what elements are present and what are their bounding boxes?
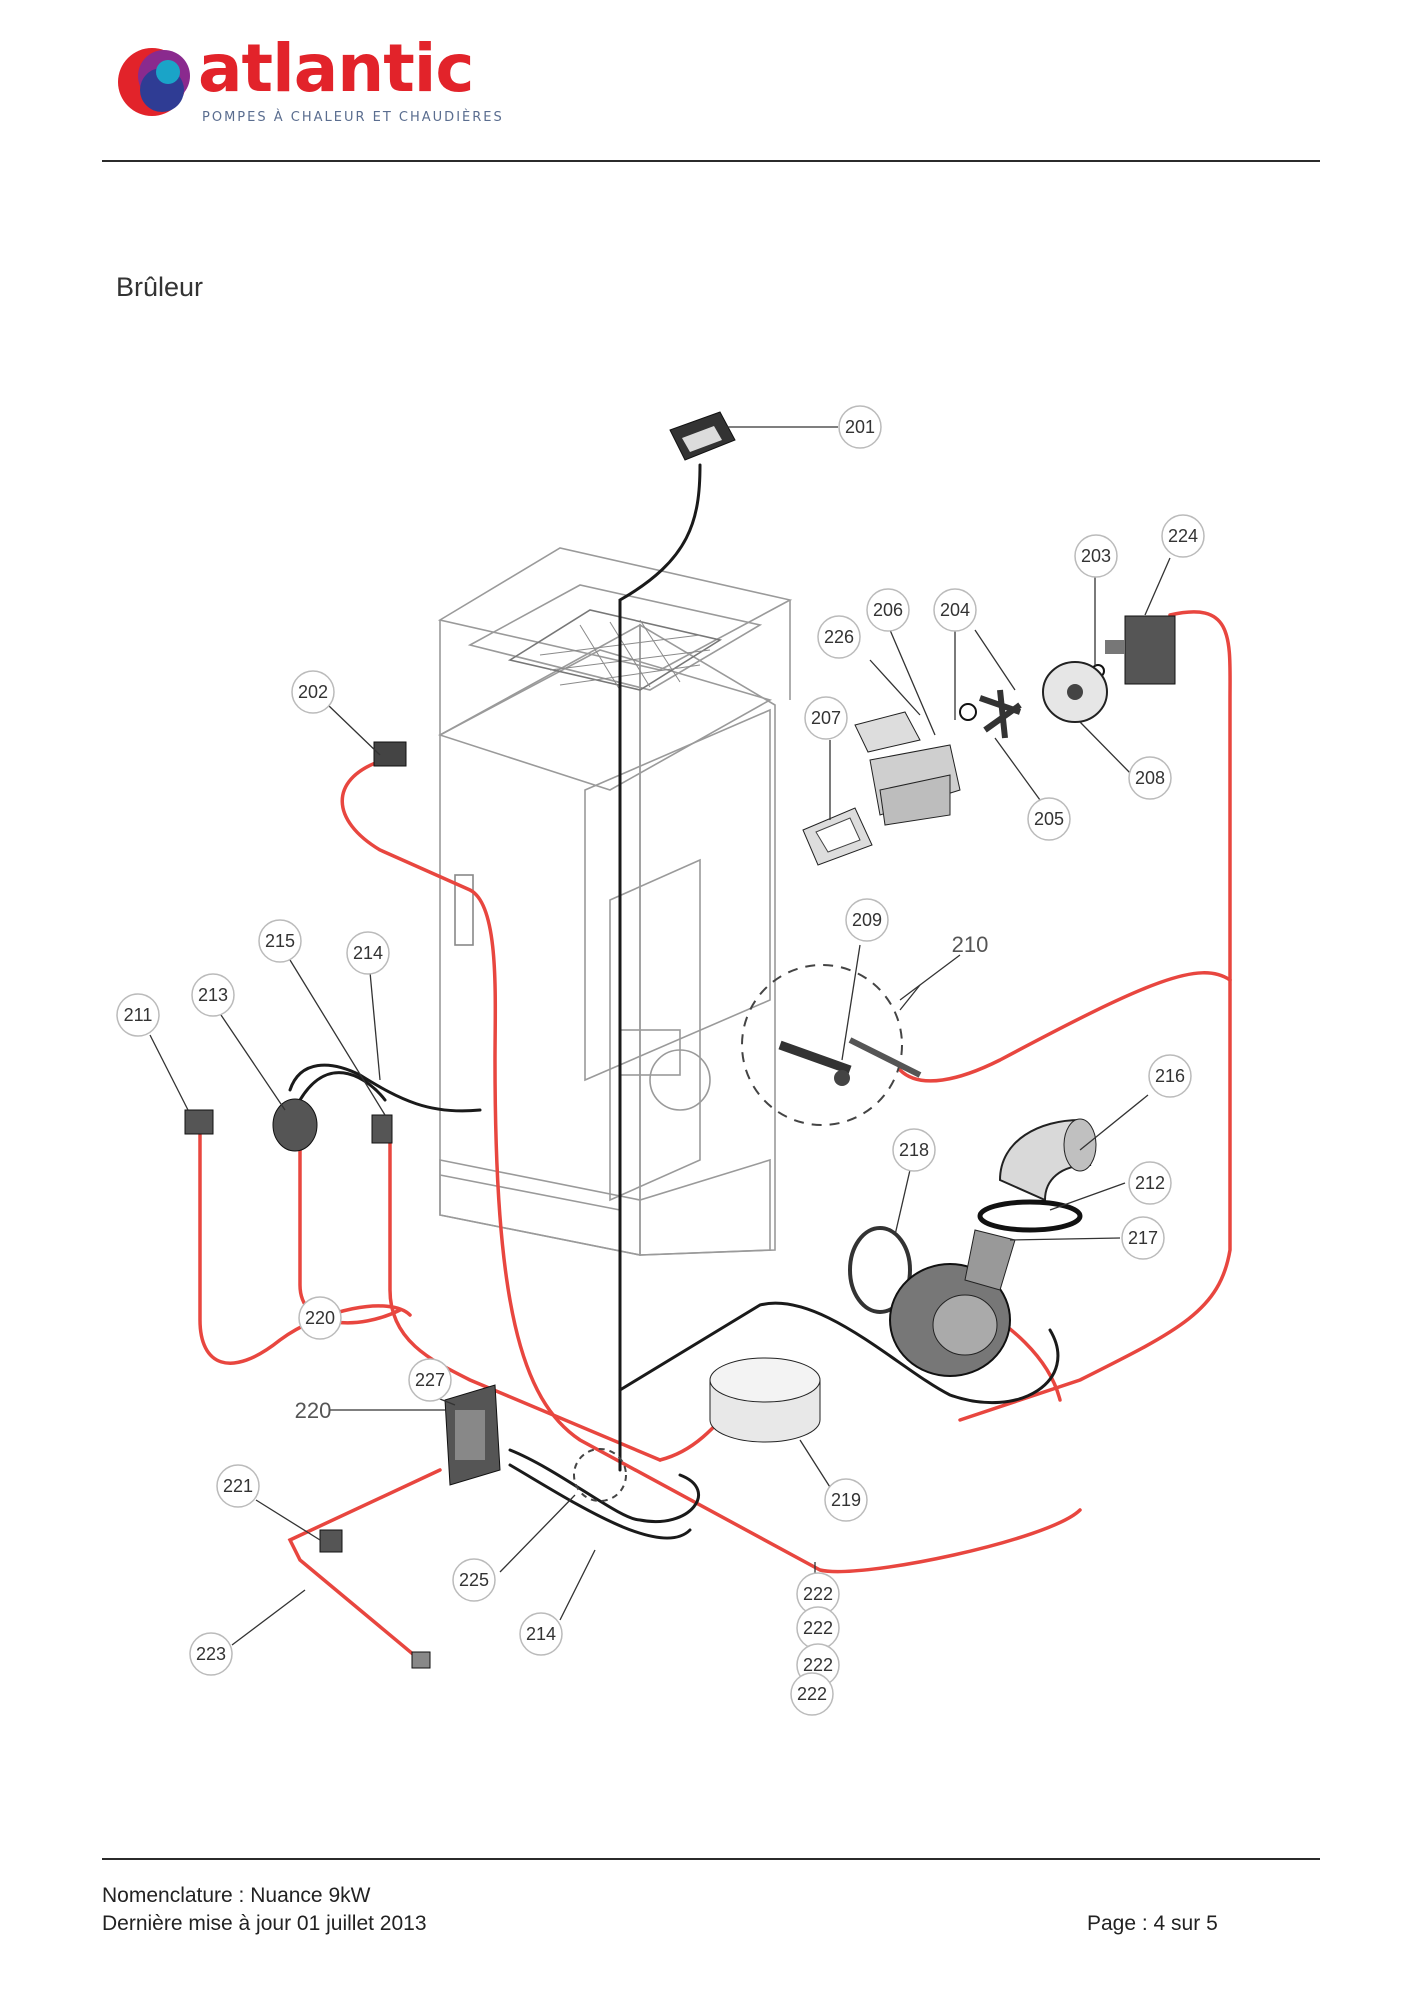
- igniter-icon: [741, 964, 922, 1126]
- svg-text:203: 203: [1081, 546, 1111, 566]
- callout-207: 207: [804, 696, 848, 740]
- svg-text:219: 219: [831, 1490, 861, 1510]
- appliance-housing: [437, 547, 793, 1256]
- callout-225: 225: [452, 1558, 496, 1602]
- svg-text:222: 222: [803, 1584, 833, 1604]
- svg-text:210: 210: [952, 932, 989, 957]
- footer-divider: [102, 1858, 1320, 1860]
- callout-223: 223: [189, 1632, 233, 1676]
- gear-motor-icon: [1105, 615, 1176, 685]
- plug-icon: [411, 1651, 431, 1669]
- part-number-callouts: 201 202 203 224 226 206 204 207 208 205 …: [116, 405, 1205, 1716]
- svg-text:204: 204: [940, 600, 970, 620]
- svg-text:222: 222: [797, 1684, 827, 1704]
- callout-208: 208: [1128, 756, 1172, 800]
- flange-plate-icon: [1042, 661, 1108, 723]
- callout-222-b: 222: [796, 1606, 840, 1650]
- svg-text:205: 205: [1034, 809, 1064, 829]
- callout-209: 209: [845, 898, 889, 942]
- svg-text:227: 227: [415, 1370, 445, 1390]
- gasket-plate-icon: [802, 711, 921, 866]
- svg-text:217: 217: [1128, 1228, 1158, 1248]
- svg-text:225: 225: [459, 1570, 489, 1590]
- callout-221: 221: [216, 1464, 260, 1508]
- svg-text:216: 216: [1155, 1066, 1185, 1086]
- connector-block-icon: [184, 1109, 214, 1135]
- svg-text:223: 223: [196, 1644, 226, 1664]
- pressure-switch-icon: [272, 1098, 318, 1152]
- callout-219: 219: [824, 1478, 868, 1522]
- svg-text:222: 222: [803, 1655, 833, 1675]
- svg-text:213: 213: [198, 985, 228, 1005]
- logo-mark-icon: [118, 48, 190, 116]
- cylinder-icon: [709, 1357, 821, 1443]
- callout-205: 205: [1027, 797, 1071, 841]
- svg-text:220: 220: [305, 1308, 335, 1328]
- elbow-pipe-icon: [998, 1118, 1097, 1202]
- svg-text:206: 206: [873, 600, 903, 620]
- callout-204: 204: [933, 588, 977, 632]
- svg-text:221: 221: [223, 1476, 253, 1496]
- callout-203: 203: [1074, 534, 1118, 578]
- header-divider: [102, 160, 1320, 162]
- control-board-icon: [444, 1384, 501, 1486]
- hopper-grate: [539, 619, 711, 691]
- footer-last-update: Dernière mise à jour 01 juillet 2013: [102, 1912, 427, 1935]
- auger-blade-icon: [959, 689, 1022, 739]
- burner-pot-icon: [869, 744, 961, 826]
- components: [184, 411, 1176, 1669]
- thermostat-icon: [371, 1114, 393, 1144]
- leader-lines: [149, 426, 1171, 1646]
- footer-page-number: Page : 4 sur 5: [1087, 1912, 1218, 1935]
- brand-name: atlantic: [198, 30, 475, 107]
- o-ring-icon: [848, 1199, 1083, 1314]
- callout-206: 206: [866, 588, 910, 632]
- svg-text:202: 202: [298, 682, 328, 702]
- svg-text:208: 208: [1135, 768, 1165, 788]
- callout-224: 224: [1161, 514, 1205, 558]
- callout-201: 201: [838, 405, 882, 449]
- brand-tagline: POMPES À CHALEUR ET CHAUDIÈRES: [202, 110, 504, 125]
- callout-210: 210: [952, 932, 989, 957]
- callout-212: 212: [1128, 1161, 1172, 1205]
- svg-text:211: 211: [124, 1005, 153, 1025]
- section-title: Brûleur: [116, 272, 204, 302]
- callout-217: 217: [1121, 1216, 1165, 1260]
- svg-text:207: 207: [811, 708, 841, 728]
- svg-text:209: 209: [852, 910, 882, 930]
- callout-220: 220: [298, 1296, 342, 1340]
- callout-213: 213: [191, 973, 235, 1017]
- footer-nomenclature: Nomenclature : Nuance 9kW: [102, 1884, 371, 1907]
- callout-227: 227: [408, 1358, 452, 1402]
- callout-215: 215: [258, 919, 302, 963]
- callout-214: 214: [346, 931, 390, 975]
- svg-text:224: 224: [1168, 526, 1198, 546]
- callout-218: 218: [892, 1128, 936, 1172]
- callout-226: 226: [817, 615, 861, 659]
- svg-text:218: 218: [899, 1140, 929, 1160]
- svg-text:201: 201: [845, 417, 875, 437]
- atlantic-logo: atlantic POMPES À CHALEUR ET CHAUDIÈRES: [112, 30, 502, 130]
- callout-214-lower: 214: [519, 1612, 563, 1656]
- svg-text:222: 222: [803, 1618, 833, 1638]
- callout-220-board: 220: [295, 1398, 332, 1423]
- svg-text:214: 214: [526, 1624, 556, 1644]
- svg-text:220: 220: [295, 1398, 332, 1423]
- fan-blower-icon: [889, 1229, 1016, 1377]
- sensor-icon: [573, 1448, 627, 1502]
- callout-211: 211: [116, 993, 160, 1037]
- callout-202: 202: [291, 670, 335, 714]
- relay-icon: [319, 1529, 343, 1553]
- callout-222-d: 222: [790, 1672, 834, 1716]
- svg-text:214: 214: [353, 943, 383, 963]
- svg-text:212: 212: [1135, 1173, 1165, 1193]
- callout-216: 216: [1148, 1054, 1192, 1098]
- svg-text:226: 226: [824, 627, 854, 647]
- svg-text:215: 215: [265, 931, 295, 951]
- control-display-icon: [669, 411, 736, 461]
